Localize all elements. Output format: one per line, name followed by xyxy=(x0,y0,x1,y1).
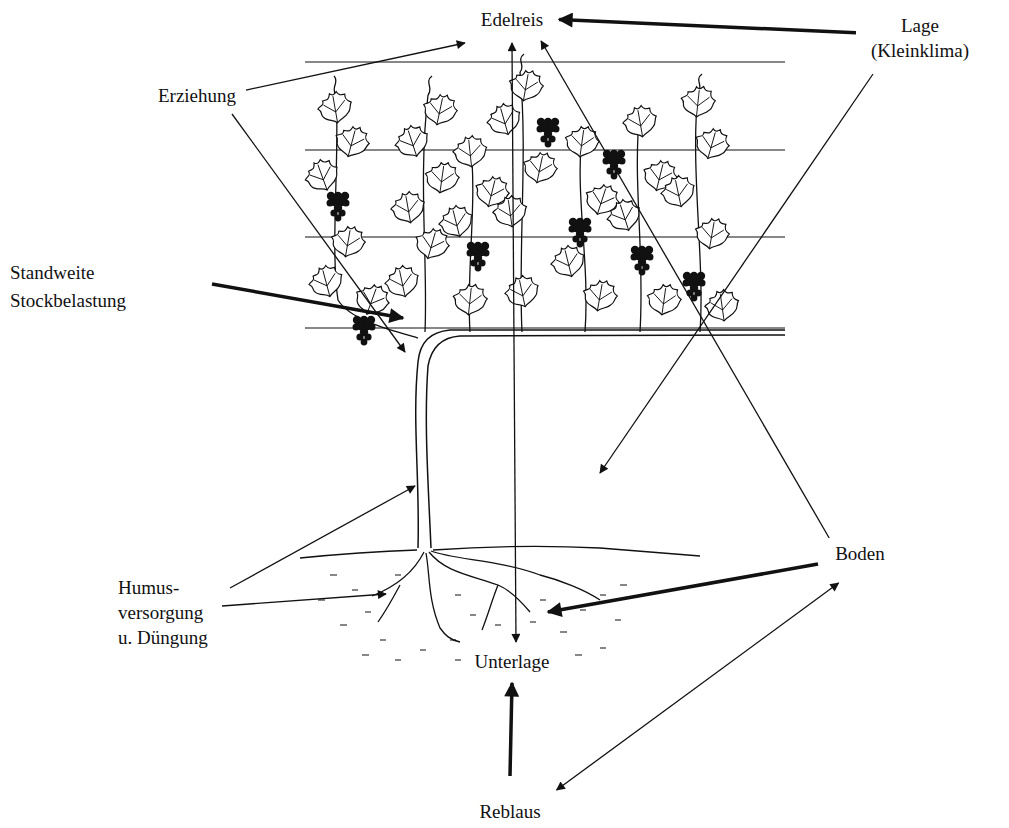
label-node: Standweite Stockbelastung xyxy=(8,258,158,316)
leaf xyxy=(332,122,373,161)
leaf xyxy=(581,277,620,313)
vine-shoots xyxy=(334,54,702,338)
leader-arrow xyxy=(230,486,415,588)
ground-line xyxy=(433,546,700,556)
label-text: Lage (Kleinklima) xyxy=(862,13,978,63)
label-text: Edelreis xyxy=(481,7,543,32)
label-text: Standweite Stockbelastung xyxy=(10,259,156,315)
leaf xyxy=(563,124,601,159)
connector-arrow xyxy=(541,41,829,538)
connector-arrow xyxy=(246,43,465,90)
grape-cluster xyxy=(683,272,706,302)
label-text: Unterlage xyxy=(475,649,550,674)
leaf xyxy=(382,263,422,300)
leaf xyxy=(491,194,529,229)
leaf xyxy=(423,160,461,195)
roots xyxy=(372,551,600,642)
trunk-outline xyxy=(416,330,785,548)
connector-arrow xyxy=(559,20,856,33)
label-node: Reblaus xyxy=(477,798,542,825)
grape-cluster xyxy=(569,218,592,248)
grape-cluster xyxy=(537,118,560,148)
label-node: Humus- versorgung u. Düngung xyxy=(116,574,213,651)
label-node: Erziehung xyxy=(156,82,238,109)
leaf xyxy=(451,134,488,168)
label-text: Erziehung xyxy=(158,83,236,108)
label-node: Lage (Kleinklima) xyxy=(860,12,980,64)
leaf xyxy=(520,149,560,186)
label-node: Boden xyxy=(833,540,887,567)
leader-arrows xyxy=(212,74,873,612)
leaf xyxy=(305,262,346,301)
trunk-outline xyxy=(426,335,785,548)
connector-arrow xyxy=(510,683,512,776)
trellis-wire xyxy=(305,327,785,328)
leaf xyxy=(388,189,427,225)
leaf xyxy=(452,282,489,316)
label-text: Reblaus xyxy=(479,799,540,824)
leader-arrow xyxy=(232,114,405,352)
leaf xyxy=(502,273,542,310)
grape-clusters xyxy=(327,118,706,346)
leaf xyxy=(692,124,733,163)
label-node: Unterlage xyxy=(473,648,552,675)
leaf xyxy=(703,288,741,323)
leaf xyxy=(315,89,354,125)
shoot xyxy=(423,95,428,332)
trellis-wires xyxy=(305,62,785,328)
trunk xyxy=(416,330,785,548)
grape-cluster xyxy=(467,242,490,272)
leaves xyxy=(301,67,741,323)
label-text: Humus- versorgung u. Düngung xyxy=(118,575,211,650)
leaf xyxy=(391,122,433,162)
soil-dashes xyxy=(318,575,627,660)
label-node: Edelreis xyxy=(479,6,545,33)
grape-cluster xyxy=(631,246,654,276)
grape-cluster xyxy=(353,316,376,346)
leader-arrow xyxy=(600,74,873,473)
grape-cluster xyxy=(603,150,626,180)
leaf xyxy=(436,202,476,240)
grape-cluster xyxy=(327,192,350,222)
leaf xyxy=(680,84,717,118)
label-text: Boden xyxy=(835,541,885,566)
connector-arrow xyxy=(557,583,839,790)
ground-line xyxy=(300,550,417,558)
ground xyxy=(300,546,700,660)
shoot xyxy=(637,110,641,332)
leaf xyxy=(603,196,645,236)
connector-arrow xyxy=(512,43,516,642)
leaf xyxy=(620,103,659,139)
leaf xyxy=(658,173,698,210)
leaf xyxy=(483,100,524,139)
leaf xyxy=(548,242,588,280)
leaf xyxy=(420,91,460,128)
leader-arrow xyxy=(548,564,818,612)
leaf xyxy=(645,282,683,317)
leaf xyxy=(301,155,344,196)
leaf xyxy=(693,215,732,251)
leader-arrow xyxy=(212,284,403,318)
leader-arrow xyxy=(222,594,386,606)
